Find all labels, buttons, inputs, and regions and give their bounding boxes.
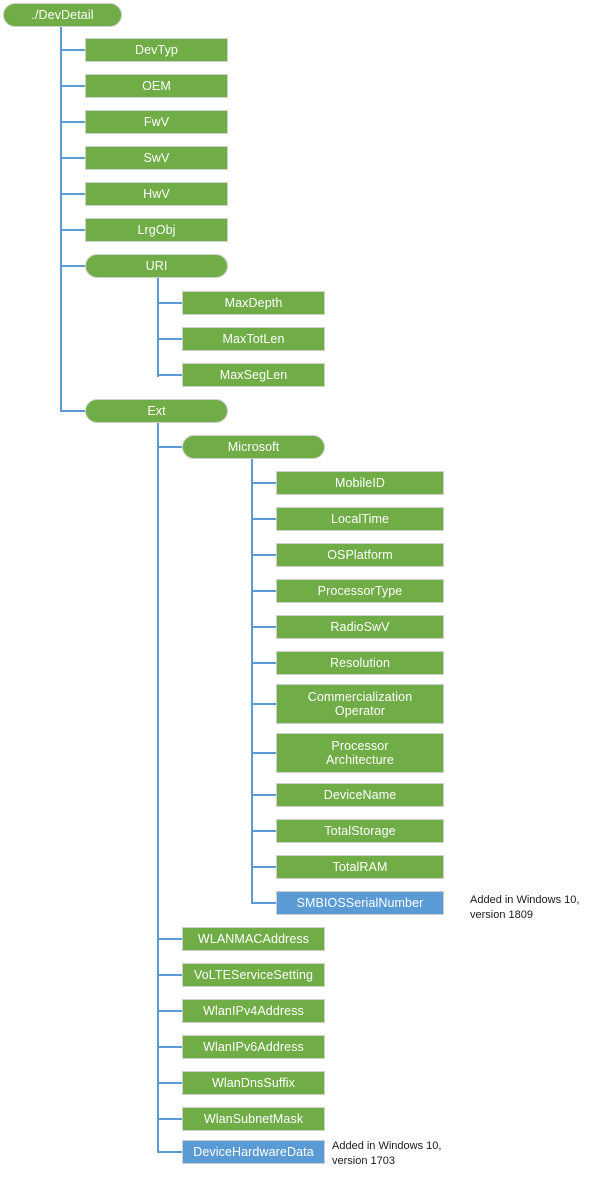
tree-node-wlanmac[interactable]: WLANMACAddress (182, 927, 325, 951)
tree-node-wlandns[interactable]: WlanDnsSuffix (182, 1071, 325, 1095)
connector-to-wlansubnet (157, 1118, 182, 1120)
connector-to-microsoft (157, 446, 182, 448)
tree-node-fwv[interactable]: FwV (85, 110, 228, 134)
tree-node-totalram[interactable]: TotalRAM (276, 855, 444, 879)
tree-node-procarch[interactable]: Processor Architecture (276, 733, 444, 773)
tree-node-totalstorage[interactable]: TotalStorage (276, 819, 444, 843)
tree-node-oem[interactable]: OEM (85, 74, 228, 98)
connector-to-maxtotlen (157, 338, 182, 340)
connector-trunk-microsoft (251, 459, 253, 903)
connector-to-swv (60, 157, 85, 159)
connector-to-totalstorage (251, 830, 276, 832)
connector-to-devtyp (60, 49, 85, 51)
tree-node-wlanipv6[interactable]: WlanIPv6Address (182, 1035, 325, 1059)
connector-to-smbios (251, 902, 276, 904)
connector-to-maxseglen (157, 374, 182, 376)
tree-node-processortype[interactable]: ProcessorType (276, 579, 444, 603)
connector-to-radioswv (251, 626, 276, 628)
connector-to-ext (60, 410, 85, 412)
tree-node-smbios[interactable]: SMBIOSSerialNumber (276, 891, 444, 915)
tree-node-maxtotlen[interactable]: MaxTotLen (182, 327, 325, 351)
connector-trunk-uri (157, 278, 159, 377)
tree-node-wlansubnet[interactable]: WlanSubnetMask (182, 1107, 325, 1131)
connector-to-totalram (251, 866, 276, 868)
connector-to-wlandns (157, 1082, 182, 1084)
connector-to-oem (60, 85, 85, 87)
connector-to-hwv (60, 193, 85, 195)
tree-node-maxdepth[interactable]: MaxDepth (182, 291, 325, 315)
connector-to-localtime (251, 518, 276, 520)
tree-node-devicename[interactable]: DeviceName (276, 783, 444, 807)
connector-to-maxdepth (157, 302, 182, 304)
connector-to-wlanmac (157, 938, 182, 940)
connector-to-devicename (251, 794, 276, 796)
tree-node-resolution[interactable]: Resolution (276, 651, 444, 675)
connector-trunk-ext (157, 423, 159, 1152)
connector-to-volte (157, 974, 182, 976)
connector-to-procarch (251, 752, 276, 754)
tree-node-maxseglen[interactable]: MaxSegLen (182, 363, 325, 387)
connector-to-uri (60, 265, 85, 267)
tree-node-uri[interactable]: URI (85, 254, 228, 278)
tree-node-commop[interactable]: Commercialization Operator (276, 684, 444, 724)
tree-node-radioswv[interactable]: RadioSwV (276, 615, 444, 639)
tree-node-localtime[interactable]: LocalTime (276, 507, 444, 531)
connector-to-wlanipv4 (157, 1010, 182, 1012)
connector-to-resolution (251, 662, 276, 664)
connector-to-lrgobj (60, 229, 85, 231)
tree-node-osplatform[interactable]: OSPlatform (276, 543, 444, 567)
connector-to-devhwdata (157, 1151, 182, 1153)
tree-node-devhwdata[interactable]: DeviceHardwareData (182, 1140, 325, 1164)
tree-node-volte[interactable]: VoLTEServiceSetting (182, 963, 325, 987)
note-devhwdata: Added in Windows 10, version 1703 (332, 1140, 442, 1167)
connector-to-wlanipv6 (157, 1046, 182, 1048)
tree-node-lrgobj[interactable]: LrgObj (85, 218, 228, 242)
tree-node-ext[interactable]: Ext (85, 399, 228, 423)
tree-node-root[interactable]: ./DevDetail (3, 3, 122, 27)
connector-to-processortype (251, 590, 276, 592)
tree-node-mobileid[interactable]: MobileID (276, 471, 444, 495)
tree-node-wlanipv4[interactable]: WlanIPv4Address (182, 999, 325, 1023)
connector-to-fwv (60, 121, 85, 123)
tree-node-swv[interactable]: SwV (85, 146, 228, 170)
connector-to-osplatform (251, 554, 276, 556)
tree-node-devtyp[interactable]: DevTyp (85, 38, 228, 62)
note-smbios: Added in Windows 10, version 1809 (470, 894, 580, 921)
connector-trunk-root (60, 27, 62, 412)
connector-to-mobileid (251, 482, 276, 484)
tree-node-hwv[interactable]: HwV (85, 182, 228, 206)
connector-to-commop (251, 703, 276, 705)
tree-node-microsoft[interactable]: Microsoft (182, 435, 325, 459)
